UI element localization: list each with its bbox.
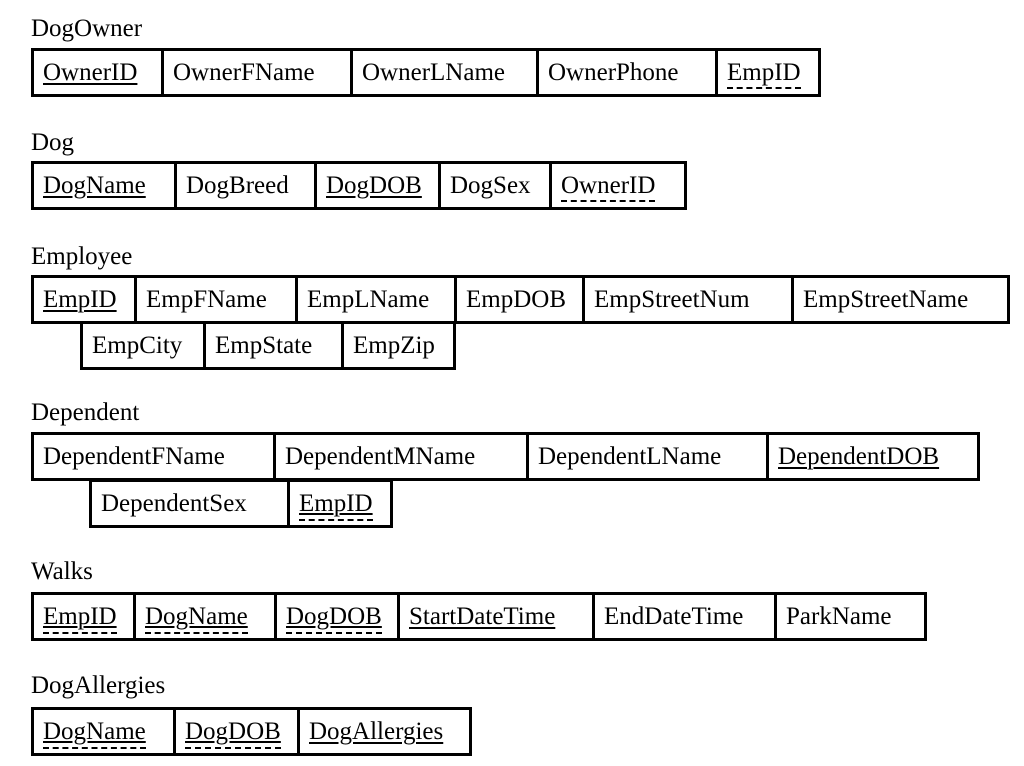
attribute-label: EmpID [43,603,117,634]
attribute-cell-dependentsex: DependentSex [92,482,290,525]
attribute-label: EmpStreetName [803,286,969,313]
attribute-cell-dogdob: DogDOB [317,164,441,207]
attribute-row: DependentFName DependentMName DependentLNa… [31,432,980,481]
attribute-label: DogBreed [186,172,289,199]
attribute-label: DependentMName [285,443,476,470]
attribute-label: EmpLName [307,286,430,313]
attribute-cell-dogsex: DogSex [441,164,552,207]
attribute-cell-enddatetime: EndDateTime [595,595,777,638]
attribute-label: EmpZip [353,332,435,359]
attribute-cell-empstreetnum: EmpStreetNum [585,278,794,321]
attribute-cell-dogdob: DogDOB [176,710,300,753]
attribute-label: EndDateTime [604,603,744,630]
attribute-cell-dogallergies: DogAllergies [300,710,472,753]
attribute-cell-ownerfname: OwnerFName [164,51,353,94]
attribute-cell-emplname: EmpLName [298,278,457,321]
attribute-cell-empzip: EmpZip [344,324,456,367]
attribute-cell-dogname: DogName [136,595,277,638]
attribute-row: DogName DogBreed DogDOB DogSex OwnerID [31,161,687,210]
attribute-label: OwnerID [561,172,656,202]
attribute-label: DependentFName [43,443,225,470]
attribute-cell-dependentfname: DependentFName [34,435,276,478]
attribute-label: DogDOB [185,718,281,749]
attribute-label: EmpCity [92,332,183,359]
table-name-dogowner: DogOwner [31,15,143,42]
attribute-cell-ownerlname: OwnerLName [353,51,539,94]
attribute-cell-empcity: EmpCity [83,324,206,367]
attribute-label: DogName [145,603,248,634]
attribute-cell-empid: EmpID [718,51,821,94]
attribute-cell-empid: EmpID [34,595,136,638]
attribute-cell-parkname: ParkName [777,595,927,638]
table-name-dog: Dog [31,129,75,156]
attribute-label: EmpID [299,490,373,521]
attribute-cell-empfname: EmpFName [137,278,298,321]
table-name-dogallergies: DogAllergies [31,672,166,699]
attribute-row: EmpID EmpFName EmpLName EmpDOB EmpStreetNum E… [31,275,1010,324]
attribute-label: DependentSex [101,490,247,517]
attribute-label: EmpState [215,332,313,359]
attribute-label: DogName [43,172,146,199]
attribute-cell-empid: EmpID [34,278,137,321]
attribute-label: EmpStreetNum [594,286,750,313]
attribute-label: DogDOB [286,603,382,634]
attribute-cell-dependentmname: DependentMName [276,435,529,478]
attribute-cell-dogdob: DogDOB [277,595,400,638]
attribute-label: EmpFName [146,286,267,313]
attribute-label: OwnerPhone [548,59,679,86]
attribute-label: DogName [43,718,146,749]
attribute-cell-empid: EmpID [290,482,393,525]
attribute-cell-dogname: DogName [34,164,177,207]
attribute-cell-empstate: EmpState [206,324,344,367]
attribute-cell-dogname: DogName [34,710,176,753]
attribute-label: OwnerLName [362,59,505,86]
attribute-cell-ownerphone: OwnerPhone [539,51,718,94]
attribute-label: EmpID [43,286,117,313]
attribute-label: DogAllergies [309,718,444,745]
attribute-cell-empstreetname: EmpStreetName [794,278,1010,321]
attribute-row: DogName DogDOB DogAllergies [31,707,472,756]
attribute-cell-ownerid: OwnerID [552,164,687,207]
attribute-label: StartDateTime [409,603,556,630]
attribute-cell-startdatetime: StartDateTime [400,595,595,638]
attribute-label: DependentDOB [778,443,940,470]
attribute-label: DogSex [450,172,531,199]
attribute-cell-dependentdob: DependentDOB [769,435,980,478]
table-name-employee: Employee [31,243,133,270]
attribute-cell-dependentlname: DependentLName [529,435,769,478]
attribute-label: EmpID [727,59,801,89]
attribute-label: OwnerID [43,59,138,86]
attribute-row: OwnerID OwnerFName OwnerLName OwnerPhone Emp… [31,48,821,97]
attribute-label: OwnerFName [173,59,315,86]
attribute-row: EmpID DogName DogDOB StartDateTime EndDateTi… [31,592,927,641]
table-name-walks: Walks [31,558,93,585]
attribute-label: DogDOB [326,172,422,199]
attribute-cell-dogbreed: DogBreed [177,164,317,207]
table-name-dependent: Dependent [31,399,140,426]
attribute-cell-empdob: EmpDOB [457,278,585,321]
attribute-cell-ownerid: OwnerID [34,51,164,94]
attribute-label: EmpDOB [466,286,566,313]
attribute-row: EmpCity EmpState EmpZip [80,321,456,370]
attribute-label: DependentLName [538,443,722,470]
attribute-row: DependentSex EmpID [89,479,393,528]
attribute-label: ParkName [786,603,892,630]
